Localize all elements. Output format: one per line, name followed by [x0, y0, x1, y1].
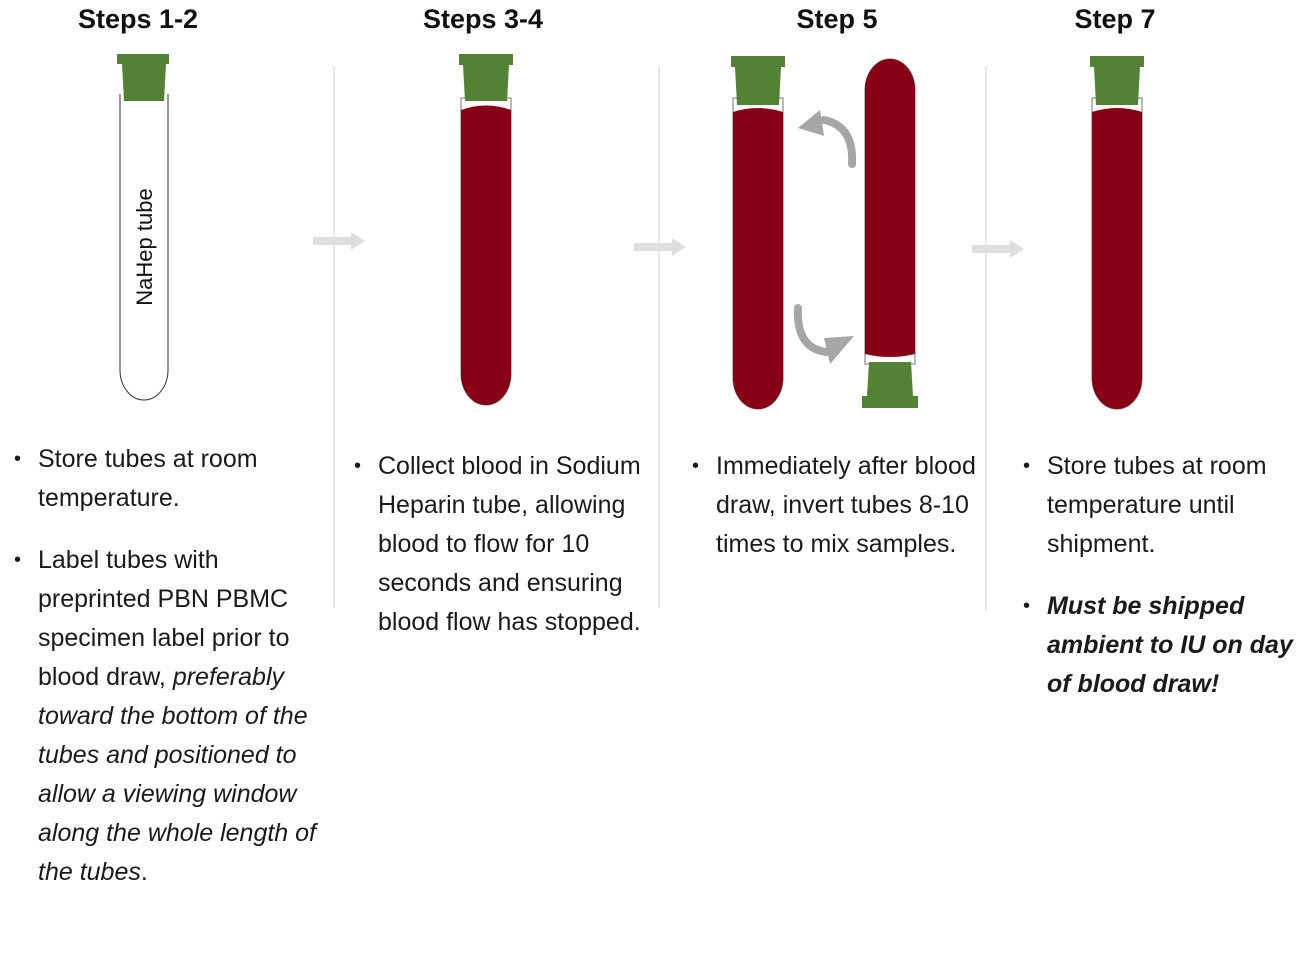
- list-item: Store tubes at room temperature.: [14, 440, 329, 518]
- step-title-1-2: Steps 1-2: [77, 4, 199, 34]
- notes-step-5: Immediately after blood draw, invert tub…: [692, 447, 982, 587]
- inverted-blood-tube: [862, 58, 918, 408]
- list-item: Collect blood in Sodium Heparin tube, al…: [354, 447, 644, 642]
- tube-cap-top: [117, 54, 169, 64]
- flow-arrow-icon: [313, 232, 365, 250]
- filled-blood-tube: [459, 54, 513, 406]
- list-item: Store tubes at room temperature until sh…: [1023, 447, 1310, 564]
- invert-rotate-arrow-icon: [798, 110, 857, 168]
- empty-nahep-tube: [117, 54, 169, 401]
- flow-arrow-icon: [634, 238, 686, 256]
- column-divider-2: [658, 66, 660, 608]
- step-title-7: Step 7: [1074, 4, 1156, 34]
- tube-cap-plug: [122, 64, 166, 101]
- step-title-3-4: Steps 3-4: [422, 4, 544, 34]
- invert-rotate-arrow-icon: [793, 304, 854, 364]
- filled-blood-tube-upright: [731, 56, 785, 410]
- column-divider-3: [985, 66, 987, 611]
- flow-arrow-icon: [972, 240, 1024, 258]
- notes-step-7: Store tubes at room temperature until sh…: [1023, 447, 1310, 727]
- list-item: Immediately after blood draw, invert tub…: [692, 447, 982, 564]
- step-title-5: Step 5: [796, 4, 878, 34]
- column-divider-1: [333, 66, 335, 608]
- list-item: Must be shipped ambient to IU on day of …: [1023, 587, 1310, 704]
- list-item: Label tubes with preprinted PBN PBMC spe…: [14, 541, 329, 892]
- notes-steps-3-4: Collect blood in Sodium Heparin tube, al…: [354, 447, 644, 665]
- tube-label: NaHep tube: [132, 188, 157, 306]
- notes-steps-1-2: Store tubes at room temperature. Label t…: [14, 440, 329, 915]
- filled-blood-tube: [1090, 56, 1144, 410]
